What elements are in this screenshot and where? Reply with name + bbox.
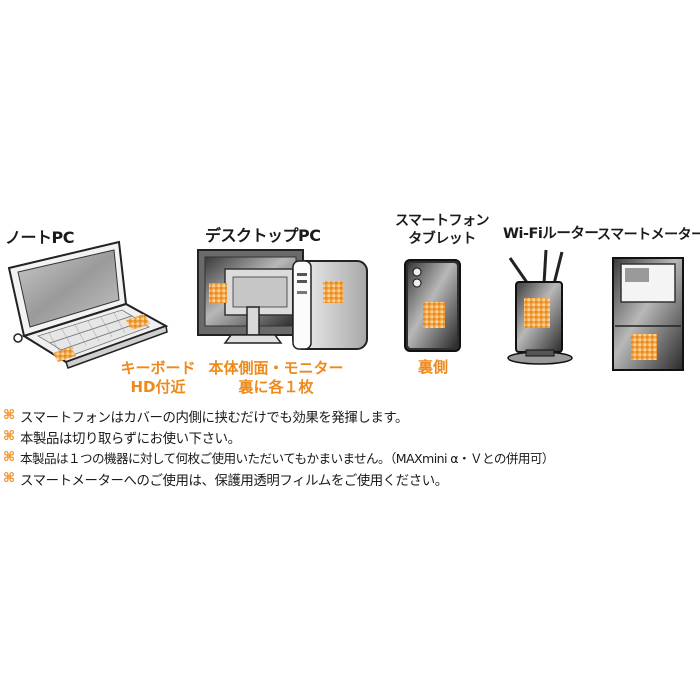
- phone-illustration: [404, 259, 461, 352]
- sticker-router: [524, 298, 550, 328]
- router-illustration: [507, 249, 573, 365]
- desktop-caption: 本体側面・モニター 裏に各１枚: [208, 359, 344, 396]
- sticker-phone: [423, 302, 445, 328]
- laptop-caption: キーボード HD付近: [120, 359, 196, 396]
- laptop-illustration: [7, 240, 169, 369]
- phone-title: スマートフォン タブレット: [394, 213, 490, 247]
- sticker-monitor: [209, 283, 227, 303]
- command-key-icon: ⌘: [3, 429, 15, 444]
- meter-title: スマートメーター: [597, 227, 700, 243]
- desktop-title: デスクトップPC: [205, 226, 321, 245]
- command-key-icon: ⌘: [3, 408, 15, 423]
- phone-caption: 裏側: [417, 358, 448, 376]
- command-key-icon: ⌘: [3, 450, 15, 465]
- sticker-keyboard: [53, 347, 76, 362]
- sticker-tower: [323, 281, 343, 303]
- note-item: ⌘ スマートメーターへのご使用は、保護用透明フィルムをご使用ください。: [3, 471, 448, 489]
- desktop-illustration: [197, 249, 368, 350]
- router-title: Wi-Fiルーター: [503, 226, 599, 242]
- laptop-title: ノートPC: [5, 228, 74, 247]
- sticker-meter: [631, 334, 657, 360]
- meter-illustration: [612, 257, 684, 371]
- note-item: ⌘ スマートフォンはカバーの内側に挟むだけでも効果を発揮します。: [3, 408, 408, 426]
- sticker-hd: [126, 314, 150, 330]
- command-key-icon: ⌘: [3, 471, 15, 486]
- note-item: ⌘ 本製品は切り取らずにお使い下さい。: [3, 429, 241, 447]
- notes-list: ⌘ スマートフォンはカバーの内側に挟むだけでも効果を発揮します。 ⌘ 本製品は切…: [3, 405, 693, 489]
- note-item: ⌘ 本製品は１つの機器に対して何枚ご使用いただいてもかまいません。（MAXmin…: [3, 450, 554, 466]
